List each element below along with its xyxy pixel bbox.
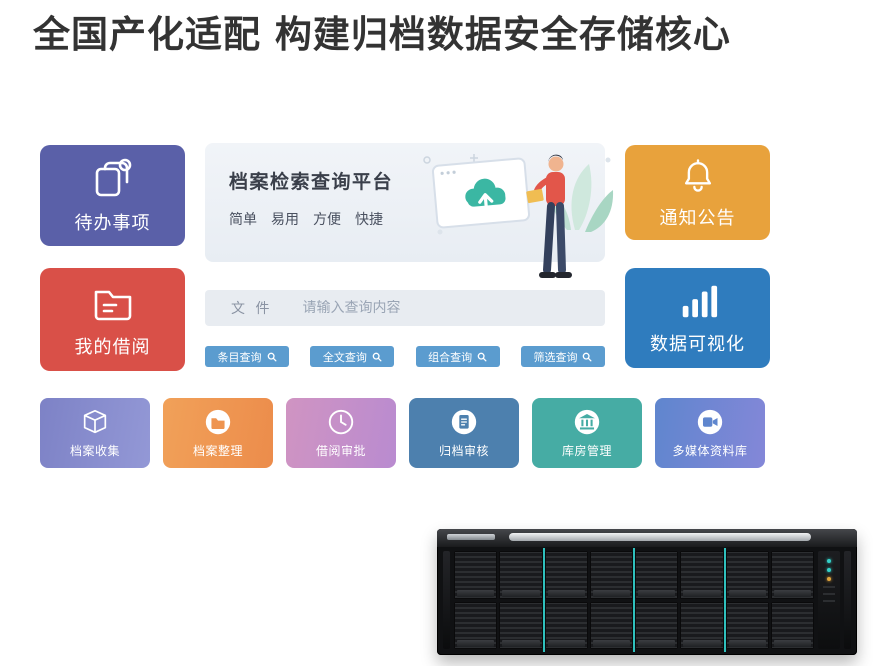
search-button-label: 条目查询	[217, 350, 262, 364]
server-front	[437, 547, 857, 655]
drive-bay	[680, 598, 726, 652]
drive-bay	[725, 601, 769, 649]
video-icon	[697, 409, 723, 435]
drive-bay	[635, 551, 679, 599]
module-row: 档案收集 档案整理 借阅审批 归档审核	[40, 398, 765, 468]
status-led	[827, 568, 831, 572]
search-icon	[372, 352, 382, 361]
page-title: 全国产化适配 构建归档数据安全存储核心	[33, 13, 731, 56]
search-button-label: 筛选查询	[533, 350, 578, 364]
search-button-label: 全文查询	[322, 350, 367, 364]
platform-panel: 档案检索查询平台 简单 易用 方便 快捷	[205, 143, 605, 262]
server-asset-tag	[509, 533, 811, 541]
module-label: 库房管理	[561, 444, 612, 458]
vent-slot	[823, 600, 835, 602]
drive-bay	[725, 551, 769, 599]
card-notice[interactable]: 通知公告	[625, 145, 770, 240]
drive-bay-row	[454, 598, 814, 652]
clock-icon	[328, 409, 354, 435]
card-my-borrow[interactable]: 我的借阅	[40, 268, 185, 371]
search-icon	[477, 352, 487, 361]
module-archive-review[interactable]: 归档审核	[409, 398, 519, 468]
card-data-visualization[interactable]: 数据可视化	[625, 268, 770, 368]
drive-bay-row	[454, 548, 814, 601]
module-multimedia-library[interactable]: 多媒体资料库	[655, 398, 765, 468]
module-label: 借阅审批	[315, 444, 366, 458]
module-label: 档案收集	[69, 444, 120, 458]
drive-bay	[589, 548, 636, 601]
module-label: 多媒体资料库	[672, 444, 748, 458]
vent-slot	[823, 593, 835, 595]
search-button-entry[interactable]: 条目查询	[205, 346, 289, 367]
server-rack-ear-right	[844, 551, 851, 649]
viz-label: 数据可视化	[650, 333, 745, 355]
folder-circle-icon	[205, 409, 231, 435]
bell-icon	[684, 159, 711, 192]
drive-bay	[680, 548, 726, 601]
search-icon	[267, 352, 276, 361]
server-control-panel	[818, 551, 840, 649]
search-category[interactable]: 文 件	[231, 301, 273, 317]
todo-icon	[95, 158, 131, 197]
search-button-fulltext[interactable]: 全文查询	[310, 346, 395, 367]
drive-bay	[544, 551, 588, 599]
borrow-label: 我的借阅	[74, 337, 151, 358]
module-label: 归档审核	[438, 444, 489, 458]
document-circle-icon	[451, 409, 477, 435]
server-drive-bays	[454, 548, 814, 652]
platform-title: 档案检索查询平台	[229, 171, 394, 193]
folder-icon	[94, 290, 131, 321]
drive-bay	[499, 598, 545, 652]
drive-bay	[589, 598, 636, 652]
vent-slot	[823, 586, 835, 588]
search-button-filter[interactable]: 筛选查询	[520, 346, 605, 367]
drive-bay	[635, 601, 679, 649]
notice-label: 通知公告	[659, 208, 736, 229]
drive-bay	[770, 601, 814, 649]
server-front-latch	[447, 534, 495, 540]
module-archive-collection[interactable]: 档案收集	[40, 398, 150, 468]
bar-chart-icon	[682, 285, 717, 317]
drive-bay	[499, 548, 545, 601]
bank-icon	[574, 409, 600, 435]
module-label: 档案整理	[192, 444, 243, 458]
search-input[interactable]	[302, 300, 591, 316]
drive-bay	[454, 551, 498, 599]
server-rack-ear-left	[443, 551, 450, 649]
card-todo[interactable]: 待办事项	[40, 145, 185, 246]
drive-bay	[454, 601, 498, 649]
server-top-bezel	[437, 529, 857, 547]
todo-label: 待办事项	[74, 213, 151, 234]
module-warehouse-management[interactable]: 库房管理	[532, 398, 642, 468]
drive-bay	[770, 551, 814, 599]
drive-bay	[544, 601, 588, 649]
module-borrow-approval[interactable]: 借阅审批	[286, 398, 396, 468]
search-button-label: 组合查询	[428, 350, 473, 364]
module-archive-arrangement[interactable]: 档案整理	[163, 398, 273, 468]
search-button-row: 条目查询 全文查询 组合查询 筛选查询	[205, 346, 605, 367]
search-button-combined[interactable]: 组合查询	[415, 346, 500, 367]
search-icon	[583, 352, 592, 361]
search-bar: 文 件	[205, 290, 605, 326]
cube-icon	[83, 409, 107, 434]
server-image	[437, 529, 857, 655]
status-led	[827, 559, 831, 563]
platform-subtitle: 简单 易用 方便 快捷	[229, 212, 383, 228]
status-led	[827, 577, 831, 581]
